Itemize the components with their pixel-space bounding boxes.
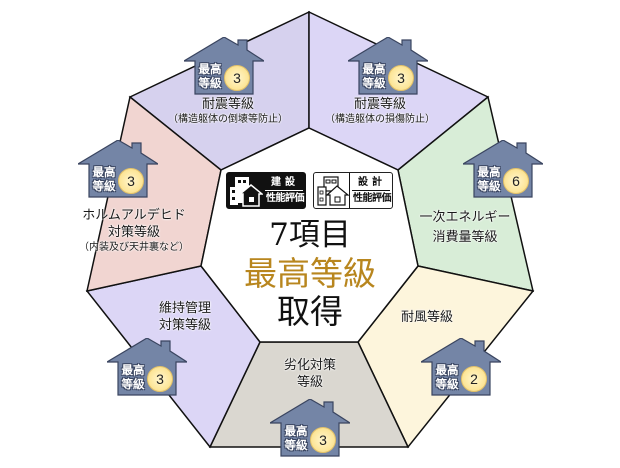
house-label: 最高等級 (362, 62, 386, 90)
label-main: 耐風等級 (400, 310, 453, 325)
grade-number: 3 (388, 65, 414, 91)
label-sub: （構造躯体の損傷防止） (325, 114, 435, 125)
house-label: 最高等級 (284, 424, 308, 452)
grade-house-formaldehyde: 最高等級 3 (78, 140, 158, 198)
building-house-icon (230, 177, 263, 207)
grade-house-seismic-collapse: 最高等級 3 (184, 37, 264, 95)
label-wind: 耐風等級 (387, 309, 467, 326)
house-label: 最高等級 (435, 363, 459, 391)
grade-number: 6 (503, 168, 529, 194)
label-seismic-damage: 耐震等級 （構造躯体の損傷防止） (310, 96, 450, 127)
grade-number: 3 (310, 427, 336, 453)
grade-number: 3 (224, 65, 250, 91)
badge-rule (265, 190, 303, 191)
label-main: ホルムアルデヒド (82, 208, 186, 223)
label-main-2: 消費量等級 (432, 230, 498, 245)
badge-top-text: 設計 (358, 177, 386, 188)
label-main: 劣化対策 (283, 358, 336, 373)
house-label: 最高等級 (92, 165, 116, 193)
badge-top-text: 建設 (271, 177, 299, 188)
house-label: 最高等級 (477, 165, 501, 193)
design-performance-badge: 設計 性能評価 (313, 172, 393, 209)
label-main: 一次エネルギー (419, 210, 511, 225)
grade-house-deterioration: 最高等級 3 (270, 399, 350, 457)
construction-performance-badge: 建設 性能評価 (226, 172, 306, 209)
badge-rule (352, 190, 390, 191)
grade-number: 3 (147, 366, 173, 392)
center-title-items: 7項目 (269, 217, 351, 253)
label-energy: 一次エネルギー 消費量等級 (405, 209, 525, 246)
badge-bottom-text: 性能評価 (353, 193, 392, 204)
label-main-2: 対策等級 (158, 318, 211, 333)
badge-divider (349, 173, 350, 208)
house-label: 最高等級 (121, 363, 145, 391)
label-main: 耐震等級 (201, 97, 254, 112)
grade-house-energy: 最高等級 6 (463, 140, 543, 198)
center-title-acquired: 取得 (277, 292, 343, 331)
building-house-outline-icon (317, 176, 350, 206)
grade-house-maintenance: 最高等級 3 (107, 338, 187, 396)
label-main-2: 等級 (296, 375, 323, 390)
center-title-highest-grade: 最高等級 (244, 254, 376, 293)
grade-house-wind: 最高等級 2 (421, 338, 501, 396)
label-sub: （内装及び天井裏など） (79, 242, 189, 253)
grade-number: 2 (461, 366, 487, 392)
label-deterioration: 劣化対策 等級 (260, 357, 360, 391)
label-main: 維持管理 (158, 301, 211, 316)
badge-bottom-text: 性能評価 (266, 193, 305, 204)
label-sub: （構造躯体の倒壊等防止） (168, 114, 288, 125)
label-maintenance: 維持管理 対策等級 (140, 300, 230, 334)
label-seismic-collapse: 耐震等級 （構造躯体の倒壊等防止） (158, 96, 298, 127)
label-formaldehyde: ホルムアルデヒド 対策等級 （内装及び天井裏など） (74, 207, 194, 255)
house-label: 最高等級 (198, 62, 222, 90)
label-main-2: 対策等級 (107, 225, 160, 240)
grade-house-seismic-damage: 最高等級 3 (348, 37, 428, 95)
label-main: 耐震等級 (353, 97, 406, 112)
grade-number: 3 (118, 168, 144, 194)
